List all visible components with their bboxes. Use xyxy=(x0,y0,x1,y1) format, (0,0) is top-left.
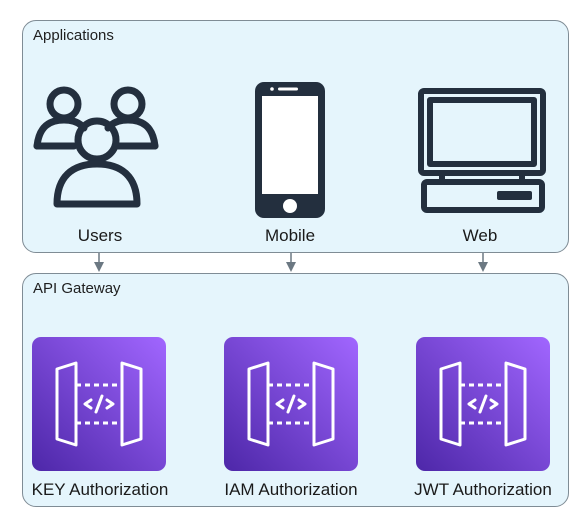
api-gateway-title: API Gateway xyxy=(33,280,121,297)
users-to-gateway-arrow xyxy=(94,253,104,272)
key-authorization-node: KEY Authorization xyxy=(20,337,180,507)
api-gateway-icon xyxy=(416,337,550,471)
mobile-node: Mobile xyxy=(230,82,350,252)
users-icon xyxy=(33,86,159,208)
desktop-computer-icon xyxy=(418,88,546,213)
web-to-gateway-arrow xyxy=(478,253,488,272)
jwt-authorization-label: JWT Authorization xyxy=(414,480,552,499)
api-gateway-icon xyxy=(224,337,358,471)
users-node: Users xyxy=(30,82,170,252)
web-label: Web xyxy=(462,226,498,245)
mobile-phone-icon xyxy=(255,82,325,218)
users-label: Users xyxy=(77,226,123,245)
jwt-authorization-node: JWT Authorization xyxy=(403,337,563,507)
iam-authorization-node: IAM Authorization xyxy=(211,337,371,507)
web-node: Web xyxy=(410,82,550,252)
mobile-to-gateway-arrow xyxy=(286,253,296,272)
api-gateway-icon xyxy=(32,337,166,471)
key-authorization-label: KEY Authorization xyxy=(31,480,169,499)
mobile-label: Mobile xyxy=(264,226,316,245)
applications-title: Applications xyxy=(33,27,114,44)
iam-authorization-label: IAM Authorization xyxy=(224,480,358,499)
